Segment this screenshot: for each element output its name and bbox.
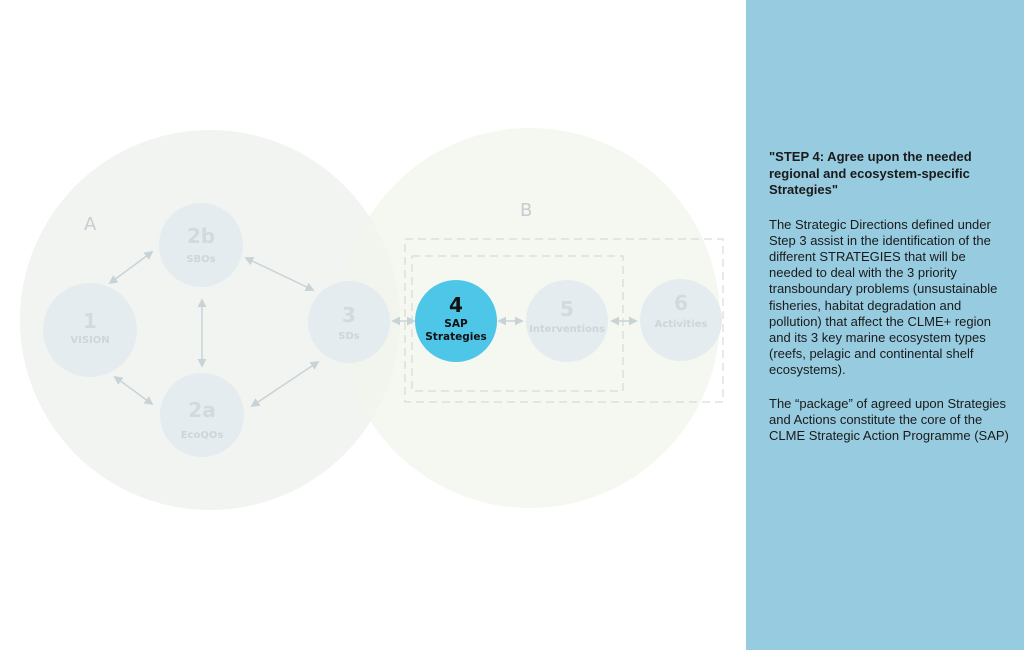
node-4-label-line2: Strategies <box>425 331 486 343</box>
node-1-number: 1 <box>83 309 97 333</box>
node-2b-sbos[interactable]: 2b SBOs <box>159 203 243 287</box>
node-2a-ecoqos[interactable]: 2a EcoQOs <box>160 373 244 457</box>
node-5-label: Interventions <box>529 324 605 335</box>
node-1-vision[interactable]: 1 VISION <box>43 283 137 377</box>
node-2b-number: 2b <box>187 224 215 248</box>
arrow-2a-3 <box>250 361 320 407</box>
panel-title: "STEP 4: Agree upon the needed regional … <box>769 149 972 197</box>
panel-paragraph-2: The “package” of agreed upon Strategies … <box>769 395 1009 443</box>
node-3-label: SDs <box>338 331 360 342</box>
diagram-arrows <box>108 250 638 407</box>
region-a-label: A <box>84 214 97 235</box>
node-5-number: 5 <box>560 297 574 321</box>
node-6-label: Activities <box>655 319 708 330</box>
node-4-sap-strategies[interactable]: 4 SAP Strategies <box>415 280 497 362</box>
outer-dashed-box <box>404 238 724 403</box>
node-6-activities[interactable]: 6 Activities <box>640 279 722 361</box>
node-2b-label: SBOs <box>186 254 215 265</box>
node-5-interventions[interactable]: 5 Interventions <box>526 280 608 362</box>
process-diagram: A B 1 VISION 2b SBOs 2a EcoQOs 3 SDs <box>20 128 724 510</box>
node-3-sds[interactable]: 3 SDs <box>308 281 390 363</box>
node-4-label-line1: SAP <box>444 318 468 330</box>
node-6-number: 6 <box>674 291 688 315</box>
region-a-circle <box>20 130 400 510</box>
arrow-1-2b <box>108 250 154 285</box>
node-1-label: VISION <box>70 335 109 346</box>
node-2a-number: 2a <box>188 398 215 422</box>
node-2a-label: EcoQOs <box>181 430 224 441</box>
arrow-1-2a <box>113 375 154 406</box>
node-4-number: 4 <box>449 293 463 317</box>
region-b-label: B <box>520 200 532 221</box>
arrow-2b-3 <box>244 257 315 291</box>
node-3-number: 3 <box>342 303 356 327</box>
description-panel: "STEP 4: Agree upon the needed regional … <box>746 0 1024 650</box>
panel-paragraph-1: The Strategic Directions defined under S… <box>769 216 998 378</box>
